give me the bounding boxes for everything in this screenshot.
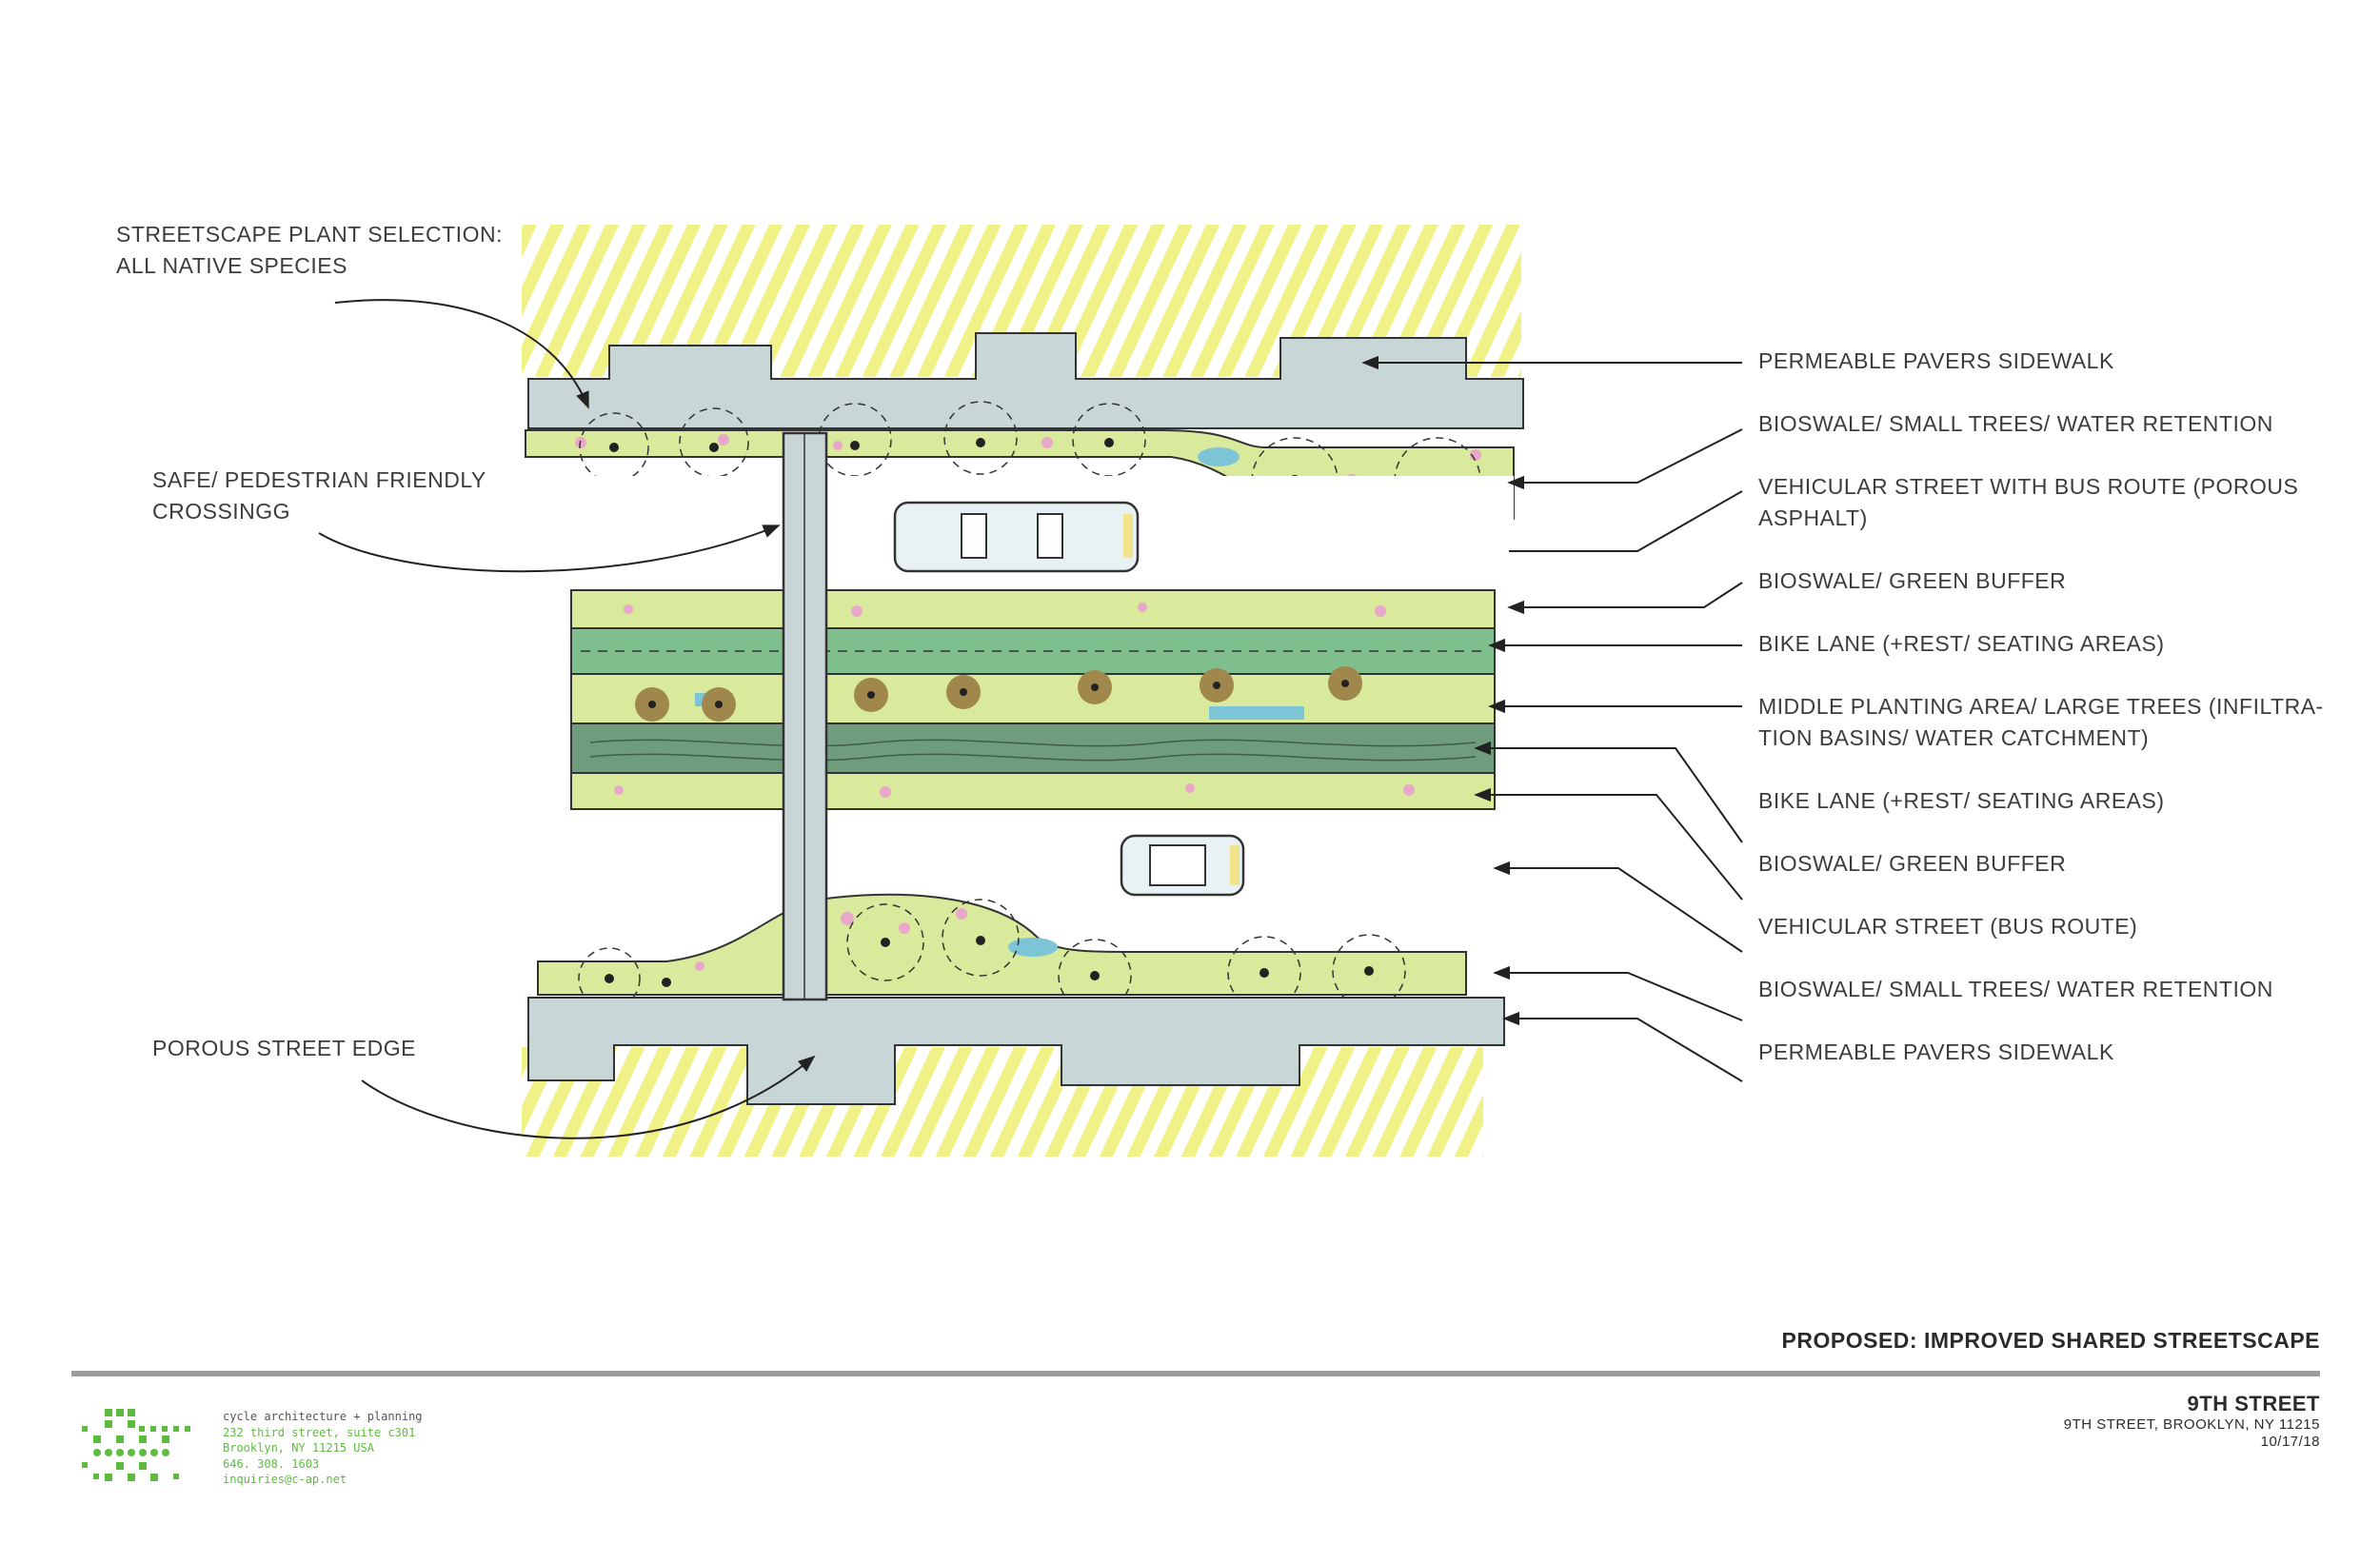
leader-buffer-bottom: [1476, 795, 1742, 900]
building-zone-bottom: [522, 1047, 1483, 1157]
label-crossing: SAFE/ PEDESTRIAN FRIENDLY CROSSINGG: [152, 465, 486, 527]
bus-icon: [895, 503, 1138, 571]
label-sidewalk-bottom: PERMEABLE PAVERS SIDEWALK: [1758, 1037, 2114, 1068]
firm-logo: [78, 1407, 211, 1485]
label-crossing-line1: SAFE/ PEDESTRIAN FRIENDLY: [152, 465, 486, 496]
label-middle-planting-line1: MIDDLE PLANTING AREA/ LARGE TREES (INFIL…: [1758, 691, 2324, 723]
label-plant-selection: STREETSCAPE PLANT SELECTION: ALL NATIVE …: [116, 219, 503, 282]
sidewalk-top: [528, 333, 1523, 428]
label-buffer-top: BIOSWALE/ GREEN BUFFER: [1758, 565, 2066, 597]
label-middle-planting-line2: TION BASINS/ WATER CATCHMENT): [1758, 723, 2149, 754]
sheet-title: PROPOSED: IMPROVED SHARED STREETSCAPE: [1782, 1328, 2320, 1354]
bike-lane-top: [571, 628, 1495, 674]
label-bioswale-top: BIOSWALE/ SMALL TREES/ WATER RETENTION: [1758, 408, 2273, 440]
label-buffer-bottom: BIOSWALE/ GREEN BUFFER: [1758, 848, 2066, 880]
green-buffer-top: [571, 590, 1495, 628]
car-icon: [1121, 836, 1243, 895]
vehicular-street-top: [533, 476, 1514, 588]
leader-buffer-top: [1509, 583, 1742, 607]
firm-email: inquiries@c-ap.net: [223, 1472, 423, 1488]
firm-phone: 646. 308. 1603: [223, 1456, 423, 1473]
label-vehicular-top-line1: VEHICULAR STREET WITH BUS ROUTE (POROUS: [1758, 471, 2298, 503]
project-info: 9TH STREET 9TH STREET, BROOKLYN, NY 1121…: [2064, 1392, 2320, 1451]
pedestrian-crossing: [783, 433, 826, 1000]
bike-lane-bottom: [571, 723, 1495, 773]
leader-vehicular-top: [1509, 491, 1742, 551]
label-plant-selection-line1: STREETSCAPE PLANT SELECTION:: [116, 219, 503, 250]
firm-contact: cycle architecture + planning 232 third …: [223, 1409, 423, 1488]
project-name: 9TH STREET: [2064, 1392, 2320, 1416]
green-buffer-bottom: [571, 773, 1495, 809]
leader-bioswale-bottom: [1495, 973, 1742, 1020]
label-bioswale-bottom: BIOSWALE/ SMALL TREES/ WATER RETENTION: [1758, 974, 2273, 1005]
label-plant-selection-line2: ALL NATIVE SPECIES: [116, 250, 503, 282]
vehicular-street-bottom: [533, 811, 1514, 897]
middle-planting-area: [571, 666, 1495, 723]
firm-city: Brooklyn, NY 11215 USA: [223, 1440, 423, 1456]
label-vehicular-top-line2: ASPHALT): [1758, 503, 1868, 534]
firm-name: cycle architecture + planning: [223, 1409, 423, 1425]
label-bike-top: BIKE LANE (+REST/ SEATING AREAS): [1758, 628, 2165, 660]
leader-sidewalk-bottom: [1504, 1019, 1742, 1081]
label-sidewalk-top: PERMEABLE PAVERS SIDEWALK: [1758, 346, 2114, 377]
label-bike-bottom: BIKE LANE (+REST/ SEATING AREAS): [1758, 785, 2165, 817]
firm-street: 232 third street, suite c301: [223, 1425, 423, 1441]
label-crossing-line2: CROSSINGG: [152, 496, 486, 527]
title-block-divider: [71, 1371, 2320, 1376]
leader-vehicular-bottom: [1495, 868, 1742, 952]
label-street-edge: POROUS STREET EDGE: [152, 1033, 416, 1064]
project-address: 9TH STREET, BROOKLYN, NY 11215: [2064, 1416, 2320, 1434]
bioswale-bottom: [538, 895, 1466, 1012]
label-vehicular-bottom: VEHICULAR STREET (BUS ROUTE): [1758, 911, 2137, 942]
leader-bioswale-top: [1509, 429, 1742, 483]
project-date: 10/17/18: [2064, 1434, 2320, 1451]
